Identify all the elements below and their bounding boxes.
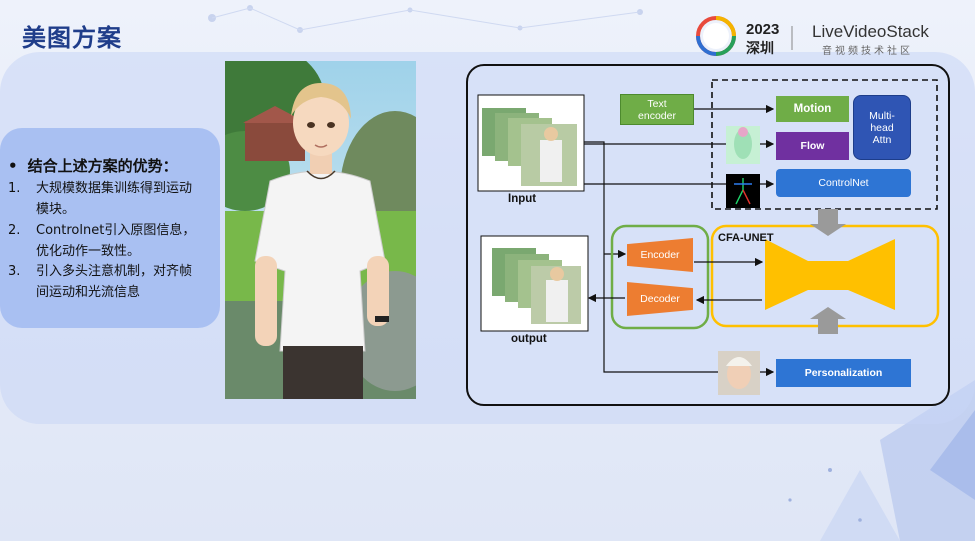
output-frames — [492, 248, 581, 324]
advantages-heading-text: 结合上述方案的优势： — [27, 157, 178, 175]
slide-title: 美图方案 — [22, 24, 122, 52]
list-item-text: 引入多头注意机制，对齐帧间运动和光流信息 — [36, 264, 193, 300]
decoder-block: Decoder — [627, 282, 693, 316]
logo-area: 2023 深圳 LiveVideoStack 音视频技术社区 — [694, 16, 944, 57]
logo-tagline: 音视频技术社区 — [822, 46, 913, 57]
character-image — [225, 61, 416, 399]
list-item-text: 大规模数据集训练得到运动模块。 — [36, 181, 193, 217]
list-item-number: 3. — [8, 264, 21, 279]
cfa-unet-label: CFA-UNET — [718, 232, 774, 244]
input-label: Input — [508, 193, 537, 205]
output-label: output — [511, 333, 547, 345]
list-item: 2. Controlnet引入原图信息，优化动作一致性。 — [8, 220, 208, 264]
list-item-text: Controlnet引入原图信息，优化动作一致性。 — [36, 223, 196, 259]
diagram-connectors — [477, 79, 940, 395]
controlnet-block: ControlNet — [776, 169, 911, 197]
list-item: 3. 引入多头注意机制，对齐帧间运动和光流信息 — [8, 261, 208, 305]
logo-year: 2023 — [746, 21, 780, 38]
advantages-panel — [0, 128, 220, 328]
list-item: 1. 大规模数据集训练得到运动模块。 — [8, 178, 208, 222]
logo-brand: LiveVideoStack — [812, 22, 929, 41]
multi-head-attn-block: Multi-head Attn — [853, 95, 911, 160]
text-encoder-block: Text encoder — [620, 94, 694, 125]
pipeline-diagram: Input output Text encoder Motion Flow Mu… — [466, 64, 950, 406]
list-item-number: 1. — [8, 181, 21, 196]
encoder-block: Encoder — [627, 238, 693, 272]
input-frames — [482, 108, 577, 186]
motion-block: Motion — [776, 96, 849, 122]
logo-city: 深圳 — [746, 41, 774, 57]
anime-character-illustration — [225, 61, 416, 399]
list-item-number: 2. — [8, 223, 21, 238]
conference-logo-icon — [696, 16, 793, 56]
flow-block: Flow — [776, 132, 849, 160]
advantages-heading: •结合上述方案的优势： — [8, 157, 178, 175]
personalization-block: Personalization — [776, 359, 911, 387]
